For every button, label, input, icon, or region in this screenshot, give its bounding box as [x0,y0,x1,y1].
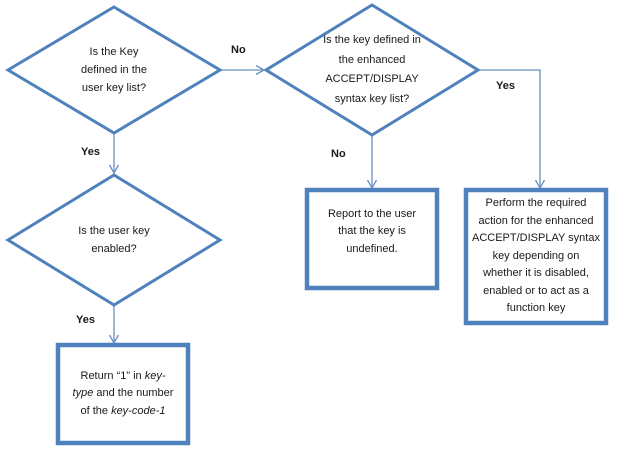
process-report-undefined-shape [304,187,440,291]
decision-user-key-defined-shape [5,5,223,135]
decision-user-key-enabled-shape [5,173,223,307]
process-return-key-type-shape [55,342,191,446]
arrowhead-d1-to-d3 [108,164,120,175]
decision-enhanced-syntax-defined-shape [263,3,481,137]
connector-d2-to-perform [478,69,541,186]
process-perform-action-shape [463,187,609,326]
